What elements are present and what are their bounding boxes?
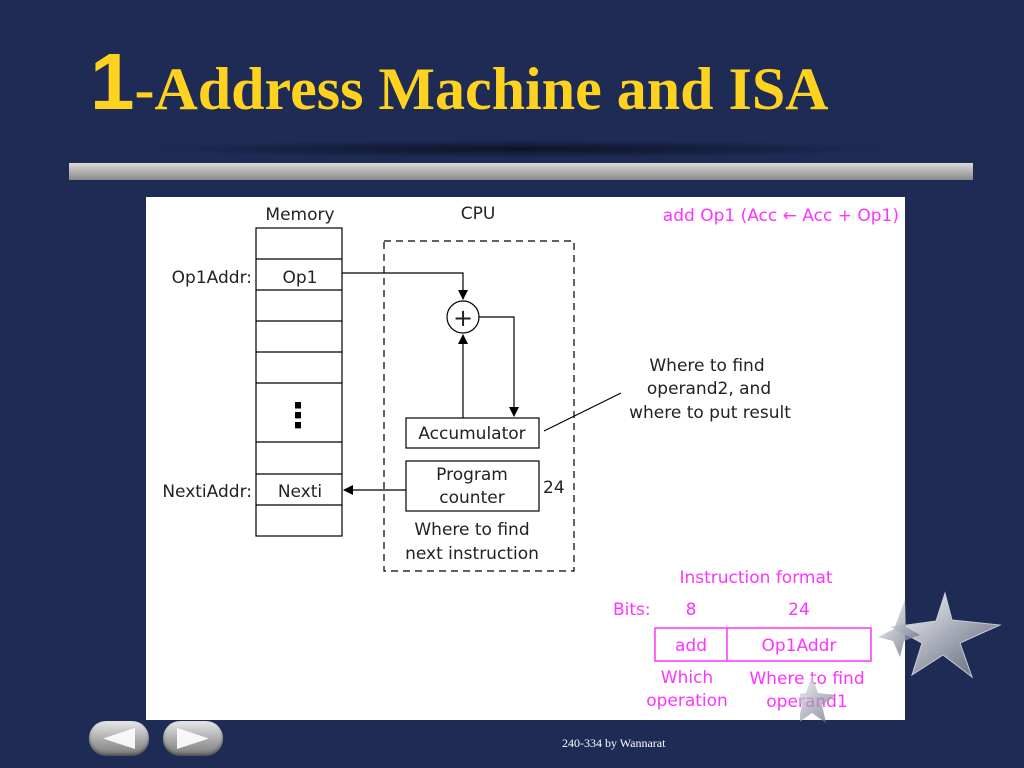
operand2-note-line3: where to put result	[629, 403, 791, 423]
cpu-label: CPU	[461, 204, 496, 224]
address-bits: 24	[788, 600, 810, 620]
opcode-desc-line1: Which	[661, 668, 713, 688]
next-instruction-note-line2: next instruction	[405, 544, 539, 564]
slide-title: 1-Address Machine and ISA	[90, 42, 829, 122]
opcode-field: add	[675, 636, 707, 656]
nextiaddr-label: NextiAddr:	[162, 482, 252, 502]
opcode-bits: 8	[686, 600, 697, 620]
op1-to-adder-arrow	[342, 272, 468, 300]
star-large-icon	[890, 591, 1002, 679]
program-counter-box	[405, 460, 540, 512]
title-shadow	[140, 140, 900, 158]
adder-to-acc-arrow	[479, 316, 519, 417]
prev-slide-button[interactable]	[89, 721, 149, 756]
memory-ellipsis: ⋮	[281, 396, 315, 436]
operand2-note-line1: Where to find	[649, 356, 764, 376]
left-arrow-icon	[103, 728, 135, 749]
memory-label: Memory	[265, 205, 334, 225]
operand2-pointer-line	[543, 392, 622, 432]
cpu-boundary	[383, 240, 575, 572]
op1-cell: Op1	[283, 268, 318, 288]
op1addr-label: Op1Addr:	[172, 268, 252, 288]
slide-footer: 240-334 by Wannarat	[562, 736, 666, 750]
star-small-icon	[878, 600, 920, 657]
adder-symbol: +	[453, 304, 473, 332]
address-field: Op1Addr	[762, 636, 837, 656]
next-instruction-note-line1: Where to find	[414, 520, 529, 540]
pc-bits: 24	[543, 478, 565, 498]
title-rule	[69, 163, 973, 180]
instruction-format-title: Instruction format	[679, 568, 832, 588]
address-desc-line1: Where to find	[749, 669, 864, 689]
memory-column	[255, 227, 343, 537]
next-slide-button[interactable]	[163, 721, 223, 756]
instruction-semantics: add Op1 (Acc ← Acc + Op1)	[663, 206, 899, 226]
slide-title-text: -Address Machine and ISA	[134, 56, 829, 122]
star-partial-icon	[800, 675, 836, 723]
operand2-note-line2: operand2, and	[647, 379, 771, 399]
bits-label: Bits:	[613, 600, 651, 620]
diagram-panel: Memory Op1 Nexti ⋮ Op1Addr: NextiAddr: C…	[146, 197, 905, 720]
accumulator-label: Accumulator	[418, 424, 525, 444]
instruction-format-box	[654, 627, 872, 662]
pc-label-line1: Program	[436, 465, 508, 485]
accumulator-box	[405, 417, 540, 449]
decorative-stars	[800, 591, 1002, 723]
isa-diagram: Memory Op1 Nexti ⋮ Op1Addr: NextiAddr: C…	[162, 204, 899, 712]
pc-label-line2: counter	[439, 488, 504, 508]
right-arrow-icon	[177, 728, 209, 749]
slide-title-number: 1	[90, 37, 135, 126]
opcode-desc-line2: operation	[646, 691, 728, 711]
nexti-cell: Nexti	[278, 482, 322, 502]
